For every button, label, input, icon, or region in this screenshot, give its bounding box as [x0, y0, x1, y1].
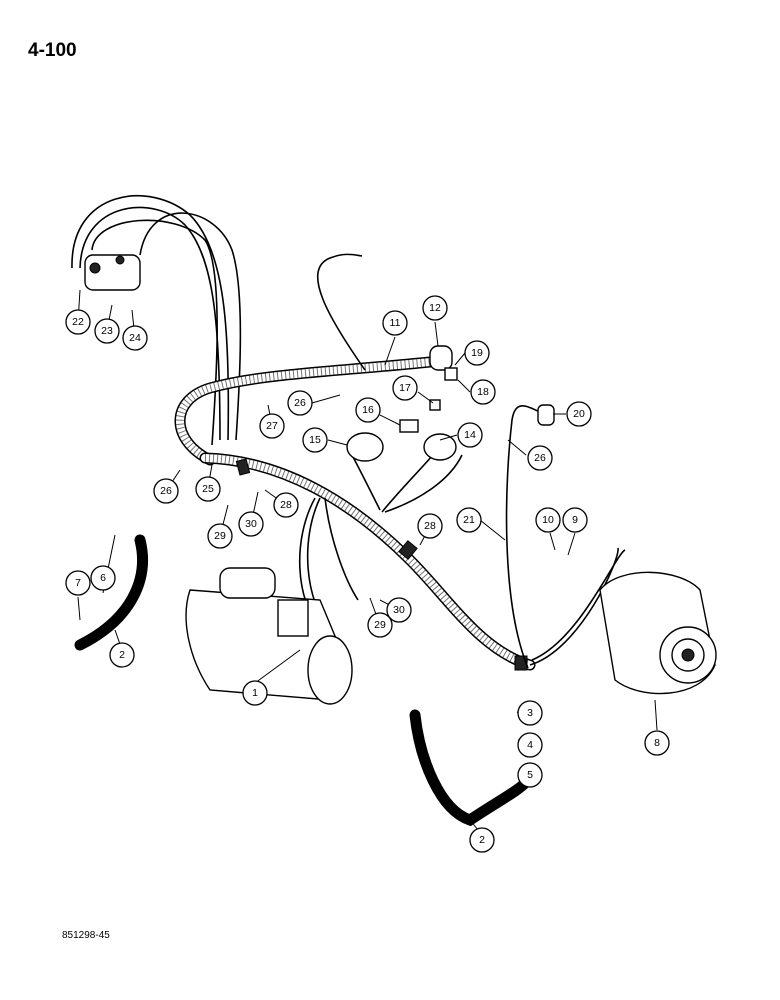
svg-text:26: 26	[294, 397, 306, 409]
svg-text:27: 27	[266, 420, 278, 432]
callout-2a: 2	[109, 642, 135, 668]
callout-18: 18	[470, 379, 496, 405]
svg-text:30: 30	[393, 604, 405, 616]
svg-text:10: 10	[542, 514, 554, 526]
callout-19: 19	[464, 340, 490, 366]
svg-text:25: 25	[202, 483, 214, 495]
figure-code: 851298-45	[62, 930, 110, 941]
svg-text:17: 17	[399, 382, 411, 394]
ground-straps	[74, 534, 534, 827]
svg-text:3: 3	[527, 707, 533, 719]
svg-text:7: 7	[75, 577, 81, 589]
svg-text:18: 18	[477, 386, 489, 398]
callout-20: 20	[566, 401, 592, 427]
svg-text:12: 12	[429, 302, 441, 314]
callout-29a: 29	[207, 523, 233, 549]
svg-text:26: 26	[534, 452, 546, 464]
svg-text:15: 15	[309, 434, 321, 446]
svg-text:29: 29	[214, 530, 226, 542]
svg-text:8: 8	[654, 737, 660, 749]
callout-30b: 30	[386, 597, 412, 623]
svg-text:26: 26	[160, 485, 172, 497]
callout-16: 16	[355, 397, 381, 423]
callout-12: 12	[422, 295, 448, 321]
svg-text:14: 14	[464, 429, 476, 441]
svg-text:28: 28	[424, 520, 436, 532]
svg-text:28: 28	[280, 499, 292, 511]
callout-2b: 2	[469, 827, 495, 853]
svg-text:4: 4	[527, 739, 533, 751]
callout-30a: 30	[238, 511, 264, 537]
svg-text:9: 9	[572, 514, 578, 526]
page-number: 4-100	[28, 40, 77, 61]
svg-text:30: 30	[245, 518, 257, 530]
svg-text:20: 20	[573, 408, 585, 420]
callout-6: 6	[90, 565, 116, 591]
callout-26a: 26	[153, 478, 179, 504]
callout-10: 10	[535, 507, 561, 533]
svg-text:2: 2	[479, 834, 485, 846]
battery-cables	[71, 195, 242, 446]
svg-text:5: 5	[527, 769, 533, 781]
callout-24: 24	[122, 325, 148, 351]
callout-17: 17	[392, 375, 418, 401]
callout-21: 21	[456, 507, 482, 533]
callout-27: 27	[259, 413, 285, 439]
callout-1: 1	[242, 680, 268, 706]
svg-text:16: 16	[362, 404, 374, 416]
callout-22: 22	[65, 309, 91, 335]
callout-9: 9	[562, 507, 588, 533]
svg-text:24: 24	[129, 332, 141, 344]
callout-3: 3	[517, 700, 543, 726]
callout-5: 5	[517, 762, 543, 788]
sender-units	[346, 345, 555, 462]
callout-7: 7	[65, 570, 91, 596]
callout-26c: 26	[527, 445, 553, 471]
alternator	[599, 571, 717, 695]
svg-text:19: 19	[471, 347, 483, 359]
callout-14: 14	[457, 422, 483, 448]
svg-text:2: 2	[119, 649, 125, 661]
svg-text:23: 23	[101, 325, 113, 337]
starter-motor	[185, 567, 353, 705]
svg-text:22: 22	[72, 316, 84, 328]
harness-branches	[298, 253, 626, 669]
callout-28b: 28	[417, 513, 443, 539]
callout-28a: 28	[273, 492, 299, 518]
callout-26b: 26	[287, 390, 313, 416]
svg-text:21: 21	[463, 514, 475, 526]
callout-8: 8	[644, 730, 670, 756]
callout-23: 23	[94, 318, 120, 344]
svg-text:29: 29	[374, 619, 386, 631]
callout-4: 4	[517, 732, 543, 758]
relay	[84, 254, 141, 291]
svg-text:6: 6	[100, 572, 106, 584]
callout-15: 15	[302, 427, 328, 453]
svg-text:11: 11	[390, 317, 401, 329]
svg-text:1: 1	[252, 687, 258, 699]
callout-25: 25	[195, 476, 221, 502]
callout-11: 11	[382, 310, 408, 336]
callout-29b: 29	[367, 612, 393, 638]
